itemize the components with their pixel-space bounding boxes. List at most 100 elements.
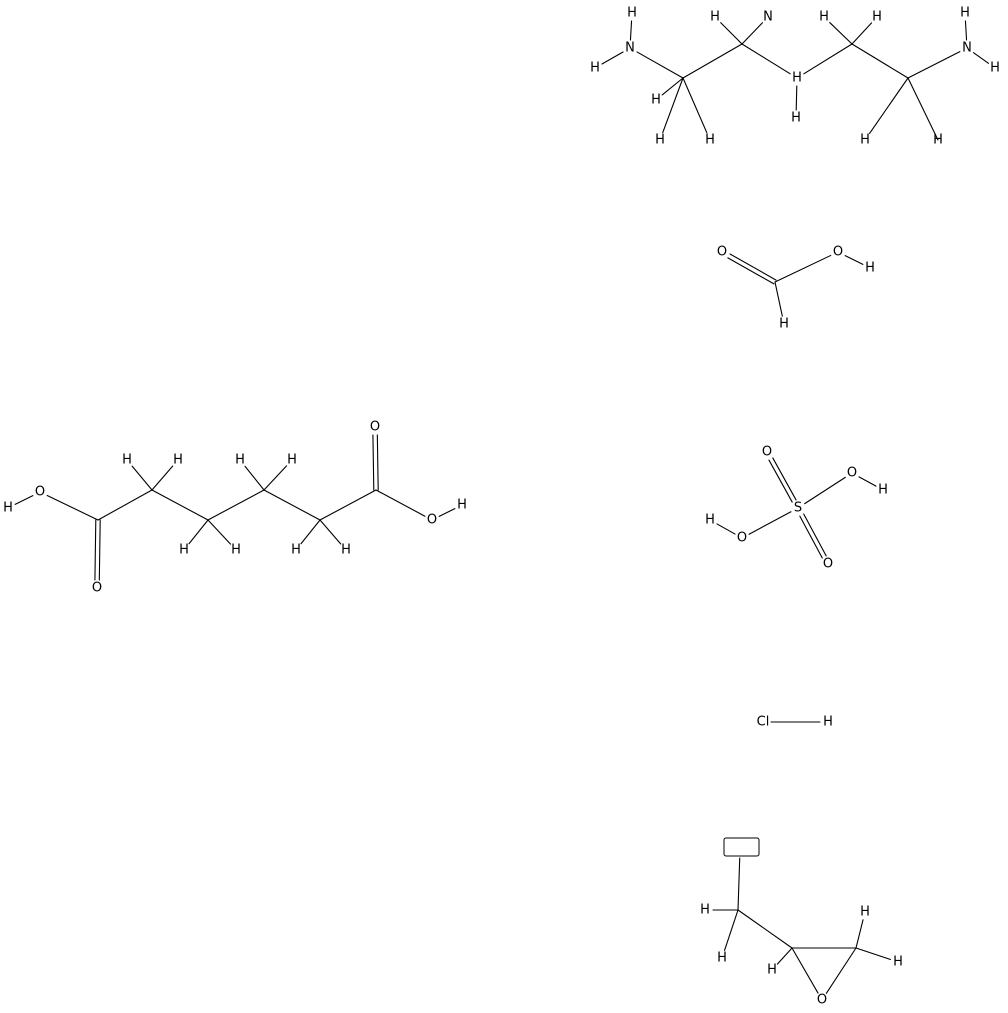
- bond: [727, 257, 775, 285]
- atom-label: N: [962, 41, 972, 56]
- bond: [376, 434, 379, 491]
- atom-label: O: [427, 513, 437, 528]
- atom-label: H: [457, 498, 467, 513]
- bond: [319, 519, 342, 545]
- atom-label: S: [794, 501, 802, 516]
- atom-label: O: [35, 485, 45, 500]
- bond: [682, 43, 743, 79]
- bond: [799, 515, 823, 559]
- bond: [151, 489, 209, 521]
- atom-label: H: [235, 453, 245, 468]
- bond-layer: [14, 20, 990, 994]
- bond: [94, 519, 97, 581]
- bond: [375, 489, 426, 517]
- atom-label: H: [933, 133, 943, 148]
- bond: [972, 52, 990, 64]
- atom-label: O: [847, 466, 857, 481]
- atom-label: H: [819, 10, 829, 25]
- atom-label: H: [872, 10, 882, 25]
- bond: [803, 513, 827, 557]
- atom-label: H: [179, 543, 189, 558]
- atom-label: O: [823, 557, 833, 572]
- atom-label: H: [792, 71, 802, 86]
- atom-label: H: [860, 905, 870, 920]
- bond: [795, 85, 798, 111]
- bond: [851, 43, 909, 79]
- atom-label: H: [791, 111, 801, 126]
- bond: [907, 51, 961, 79]
- bond: [737, 909, 793, 949]
- atom-label: H: [823, 715, 833, 730]
- bond: [207, 489, 265, 521]
- atom-label: O: [762, 445, 772, 460]
- bond: [741, 43, 791, 75]
- atom-label: O: [370, 420, 380, 435]
- formic-acid-molecule: [727, 253, 864, 317]
- atom-label: O: [717, 245, 727, 260]
- bond: [964, 20, 968, 41]
- bond: [844, 255, 864, 265]
- atom-label: O: [737, 531, 747, 546]
- atom-label: H: [705, 133, 715, 148]
- atom-label: H: [893, 955, 903, 970]
- bond: [46, 494, 99, 521]
- bond: [829, 22, 853, 45]
- atom-label: H: [779, 317, 789, 332]
- bond: [855, 947, 891, 961]
- bond: [300, 519, 321, 545]
- atom-label: N: [763, 10, 773, 25]
- atom-label: O: [817, 993, 827, 1008]
- epichlorohydrin-atoms: ClAbsHHHHHO: [700, 837, 903, 1008]
- atom-label: H: [122, 453, 132, 468]
- bond: [372, 434, 375, 491]
- atom-label: H: [860, 133, 870, 148]
- atom-label: H: [655, 133, 665, 148]
- sulfuric-acid-molecule: [716, 457, 877, 559]
- bond: [768, 459, 793, 503]
- atom-label: H: [3, 501, 13, 516]
- bond: [207, 519, 232, 545]
- bond: [263, 489, 321, 521]
- bond: [131, 465, 153, 491]
- bond: [244, 465, 265, 491]
- atom-label: O: [92, 581, 102, 596]
- atom-label: H: [717, 951, 727, 966]
- bond: [858, 476, 877, 487]
- bond: [772, 457, 797, 501]
- bond: [748, 511, 792, 535]
- bond: [825, 947, 857, 994]
- atom-label: O: [833, 245, 843, 260]
- bond: [716, 523, 736, 535]
- atom-label: H: [865, 261, 875, 276]
- bond: [662, 77, 684, 134]
- bond: [741, 22, 764, 45]
- bond: [629, 20, 633, 41]
- atom-label: H: [700, 903, 710, 918]
- bond: [151, 465, 174, 491]
- atom-label: H: [287, 453, 297, 468]
- atom-label: H: [341, 543, 351, 558]
- bond: [98, 519, 101, 581]
- bond: [907, 77, 939, 141]
- atom-label: H: [710, 10, 720, 25]
- atom-label: H: [291, 543, 301, 558]
- bond: [263, 465, 288, 491]
- bond: [774, 254, 832, 283]
- atom-label: H: [705, 513, 715, 528]
- epichlorohydrin-molecule: [712, 857, 891, 994]
- bond: [737, 857, 741, 911]
- atom-label: H: [627, 6, 637, 21]
- bond: [869, 77, 909, 134]
- bond: [851, 22, 873, 45]
- formic-acid-atoms: O O H H: [717, 245, 875, 332]
- abs-stereo-box: [723, 837, 760, 857]
- bond: [803, 43, 853, 75]
- atom-label: H: [651, 93, 661, 108]
- atom-label: H: [990, 61, 1000, 76]
- atom-label: H: [231, 543, 241, 558]
- bond: [188, 519, 209, 545]
